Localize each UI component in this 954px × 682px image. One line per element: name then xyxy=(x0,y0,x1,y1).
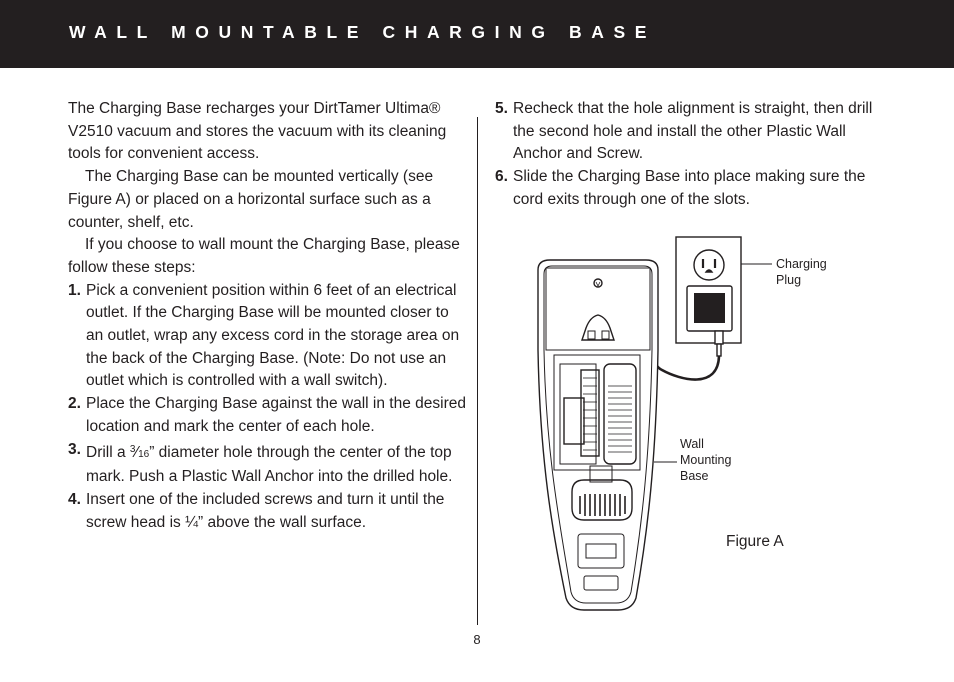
step-number: 2. xyxy=(68,395,81,413)
wall-mounting-base-label: Wall Mounting Base xyxy=(680,437,732,483)
step-number: 6. xyxy=(495,168,508,186)
figure-a-illustration xyxy=(530,230,830,616)
step-text: Pick a convenient position within 6 feet… xyxy=(86,281,460,390)
left-column: The Charging Base recharges your DirtTam… xyxy=(68,98,468,534)
step-4: 4. Insert one of the included screws and… xyxy=(68,489,468,534)
step-2: 2. Place the Charging Base against the w… xyxy=(68,393,468,438)
section-title: WALL MOUNTABLE CHARGING BASE xyxy=(69,22,657,42)
step-3: 3. Drill a 3⁄16” diameter hole through t… xyxy=(68,439,468,489)
step-text: Place the Charging Base against the wall… xyxy=(86,395,466,435)
step-5: 5. Recheck that the hole alignment is st… xyxy=(495,98,890,166)
step-number: 4. xyxy=(68,490,81,508)
fraction-denominator: 16 xyxy=(138,448,150,460)
fraction-numerator: 3 xyxy=(129,443,136,455)
brush-bristles-left xyxy=(583,377,597,451)
step-text: Insert one of the included screws and tu… xyxy=(86,490,445,531)
page-header: WALL MOUNTABLE CHARGING BASE xyxy=(0,0,954,68)
step-text: Recheck that the hole alignment is strai… xyxy=(513,100,873,163)
step-number: 3. xyxy=(68,440,81,458)
step-6: 6. Slide the Charging Base into place ma… xyxy=(495,166,890,211)
mounting-options-paragraph: The Charging Base can be mounted vertica… xyxy=(68,168,434,231)
right-column: 5. Recheck that the hole alignment is st… xyxy=(495,98,890,212)
crevice-tool-ribs xyxy=(608,385,632,453)
fraction-three-sixteenths: 3⁄16 xyxy=(129,443,150,461)
intro-paragraph: The Charging Base recharges your DirtTam… xyxy=(68,100,447,163)
column-divider xyxy=(477,117,478,625)
wall-mounting-base xyxy=(537,259,659,611)
step-text-pre: Drill a xyxy=(86,443,130,461)
step-number: 5. xyxy=(495,100,508,117)
step-text: Slide the Charging Base into place makin… xyxy=(513,168,866,208)
step-number: 1. xyxy=(68,281,81,299)
charging-plug-label: Charging Plug xyxy=(776,257,827,287)
step-1: 1. Pick a convenient position within 6 f… xyxy=(68,280,468,394)
figure-caption: Figure A xyxy=(726,533,784,550)
charging-plug xyxy=(646,285,733,381)
wall-mount-intro-paragraph: If you choose to wall mount the Charging… xyxy=(68,236,460,276)
step-text-post: ” diameter hole through the center of th… xyxy=(86,443,453,486)
page-number: 8 xyxy=(473,632,481,647)
dust-brush-bristles xyxy=(579,494,626,516)
